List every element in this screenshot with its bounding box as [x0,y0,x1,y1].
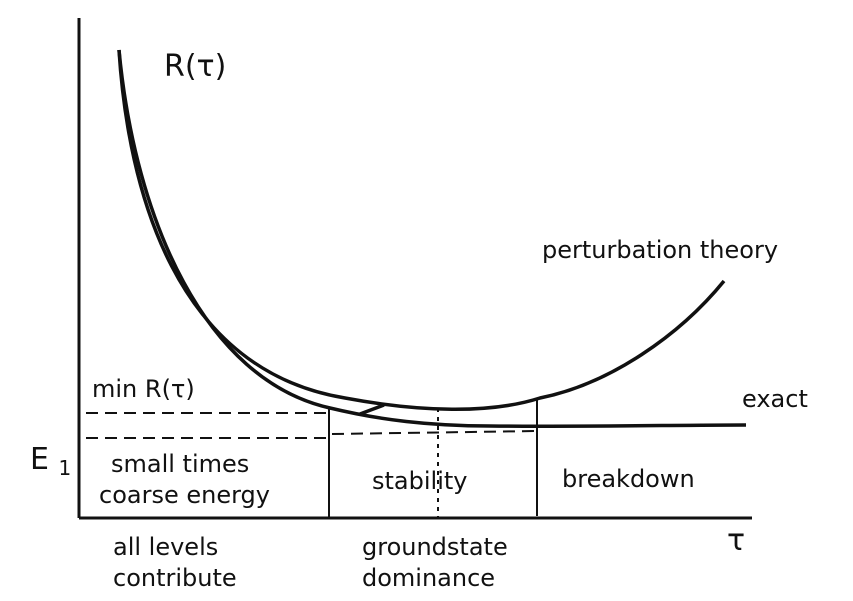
e1-dashed-line-extension [331,430,539,435]
r-tau-label: R(τ) [164,49,226,84]
exact-label: exact [742,385,808,413]
tau-axis-label: τ [727,523,745,558]
below-axis-all-levels-line1: all levels [113,533,218,561]
perturbation-theory-curve [117,49,726,411]
region-breakdown: breakdown [562,465,695,493]
below-axis-groundstate-line1: groundstate [362,533,508,561]
arrow-marker [359,403,385,416]
below-axis-all-levels-line2: contribute [113,564,237,592]
min-r-tau-label: min R(τ) [92,375,195,403]
exact-curve [117,49,747,429]
e1-label: E 1 [30,442,71,480]
e1-label-main: E [30,442,49,477]
below-axis-groundstate-line2: dominance [362,564,495,592]
perturbation-theory-label: perturbation theory [542,236,778,264]
region-small-times-line1: small times [111,450,249,478]
e1-label-subscript: 1 [59,456,72,480]
region-stability: stability [372,467,467,495]
region-small-times-line2: coarse energy [99,481,270,509]
